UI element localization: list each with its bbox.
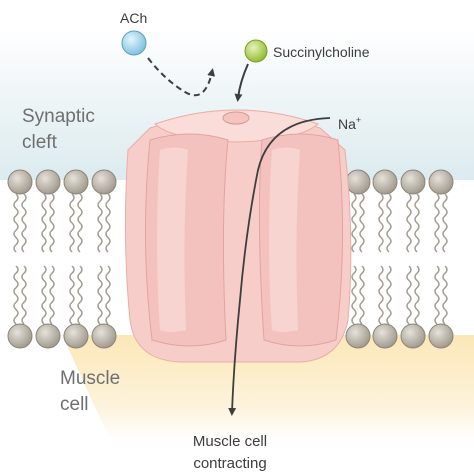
lipid-tail — [105, 265, 111, 325]
lipid-tail — [49, 265, 55, 325]
lipid-tail — [13, 193, 19, 253]
lipid-tail — [434, 265, 440, 325]
lipid-tail — [97, 193, 103, 253]
lipid-tail — [414, 265, 420, 325]
succinylcholine-label: Succinylcholine — [273, 44, 370, 60]
lipid-tail — [41, 193, 47, 253]
lipid-tails — [13, 193, 448, 325]
lipid-tail — [21, 193, 27, 253]
lipid-tail — [77, 193, 83, 253]
lipid-tail — [105, 193, 111, 253]
succinylcholine-arrow — [234, 63, 249, 102]
lipid-tail — [434, 193, 440, 253]
ach-molecule — [121, 30, 147, 56]
lipid-head — [345, 169, 371, 195]
lipid-tail — [378, 265, 384, 325]
lipid-head — [35, 169, 61, 195]
lipid-tail — [77, 265, 83, 325]
lipid-head — [428, 323, 454, 349]
lipid-tail — [49, 193, 55, 253]
succinylcholine-molecule — [244, 39, 268, 63]
lipid-tail — [69, 265, 75, 325]
lipid-head — [428, 169, 454, 195]
lipid-head — [91, 169, 117, 195]
lipid-tail — [97, 265, 103, 325]
lipid-tail — [69, 193, 75, 253]
acetylcholine-receptor — [124, 109, 352, 363]
muscle-cell-label-line2: cell — [60, 394, 89, 415]
outcome-label-line2: contracting — [193, 455, 266, 472]
lipid-tail — [442, 193, 448, 253]
lipid-head — [91, 323, 117, 349]
lipid-tail — [406, 193, 412, 253]
lipid-head — [372, 169, 398, 195]
lipid-head — [7, 169, 33, 195]
lipid-head — [63, 323, 89, 349]
lipid-tail — [414, 193, 420, 253]
lipid-tail — [442, 265, 448, 325]
lipid-tail — [351, 193, 357, 253]
lipid-tail — [21, 265, 27, 325]
lipid-tail — [386, 265, 392, 325]
lipid-heads — [7, 169, 454, 349]
lipid-head — [345, 323, 371, 349]
synaptic-cleft-label: Synaptic — [22, 106, 95, 127]
lipid-head — [372, 323, 398, 349]
lipid-head — [35, 323, 61, 349]
receptor-highlight-right — [269, 147, 300, 332]
receptor-highlight — [157, 147, 188, 332]
synaptic-cleft-label-line2: cleft — [22, 132, 58, 153]
synaptic-cleft-region — [0, 30, 474, 180]
lipid-tail — [359, 193, 365, 253]
outcome-label: Muscle cell — [193, 433, 267, 450]
sodium-ion-pathway — [228, 117, 331, 416]
lipid-tail — [378, 193, 384, 253]
lipid-tail — [386, 193, 392, 253]
sodium-label: Na+ — [338, 115, 361, 132]
lipid-head — [400, 323, 426, 349]
lipid-head — [400, 169, 426, 195]
lipid-tail — [406, 265, 412, 325]
receptor-pore — [222, 111, 250, 125]
lipid-tail — [13, 265, 19, 325]
ach-label: ACh — [120, 10, 147, 26]
lipid-tail — [41, 265, 47, 325]
lipid-tail — [351, 265, 357, 325]
lipid-head — [63, 169, 89, 195]
ach-dashed-arrow — [147, 57, 216, 97]
lipid-tail — [359, 265, 365, 325]
lipid-head — [7, 323, 33, 349]
muscle-cell-label: Muscle — [60, 368, 120, 389]
